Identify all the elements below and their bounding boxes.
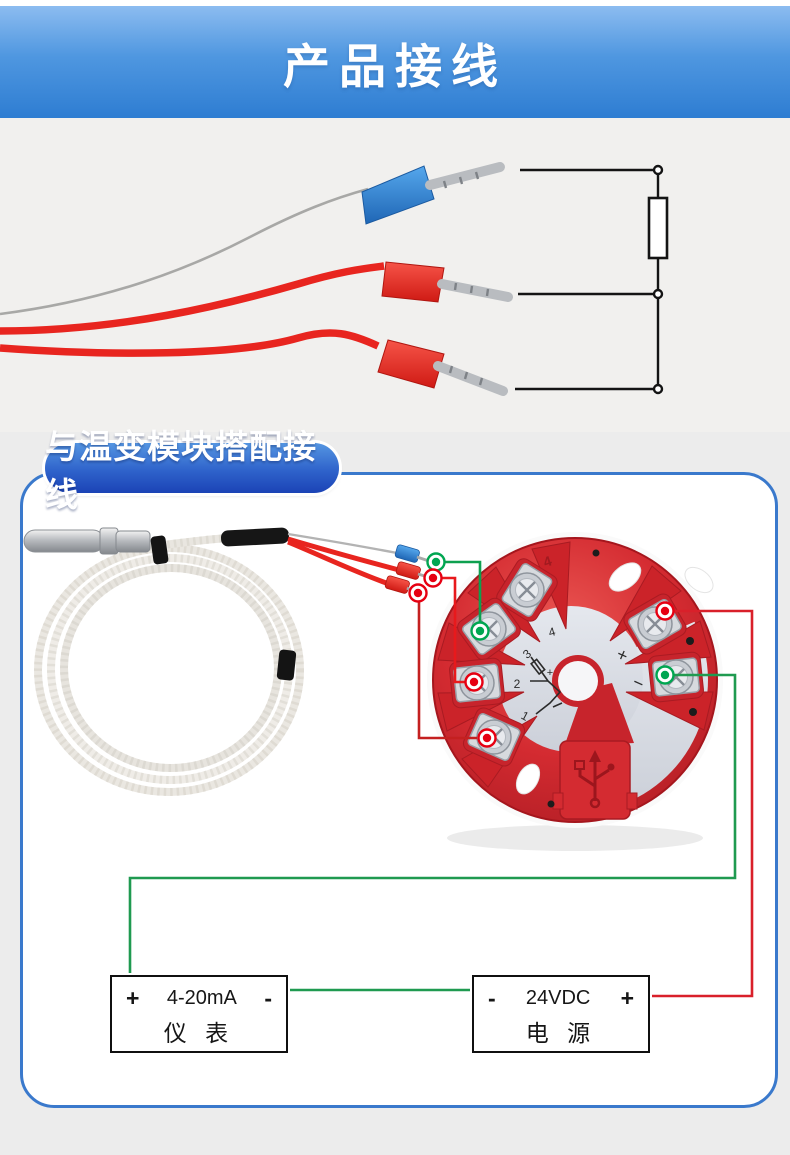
instrument-range: 4-20mA	[166, 987, 237, 1009]
instrument-name: 仪 表	[163, 1020, 235, 1046]
power-minus: -	[488, 985, 496, 1011]
power-name: 电 源	[525, 1020, 597, 1046]
instrument-plus: +	[126, 985, 140, 1011]
section-badge-label: 与温变模块搭配接线	[45, 428, 317, 513]
wire-photo-band	[0, 118, 790, 432]
instrument-box: + 4-20mA - 仪 表	[110, 975, 288, 1053]
instrument-terminals: + 4-20mA -	[112, 977, 286, 1012]
instrument-minus: -	[264, 985, 272, 1011]
page-header: 产品接线	[0, 6, 790, 118]
power-box: - 24VDC + 电 源	[472, 975, 650, 1053]
power-terminals: - 24VDC +	[474, 977, 648, 1012]
page-title: 产品接线	[283, 39, 507, 93]
power-plus: +	[620, 985, 634, 1011]
power-voltage: 24VDC	[525, 987, 591, 1009]
top-margin	[0, 0, 790, 6]
section-badge: 与温变模块搭配接线	[45, 428, 339, 513]
